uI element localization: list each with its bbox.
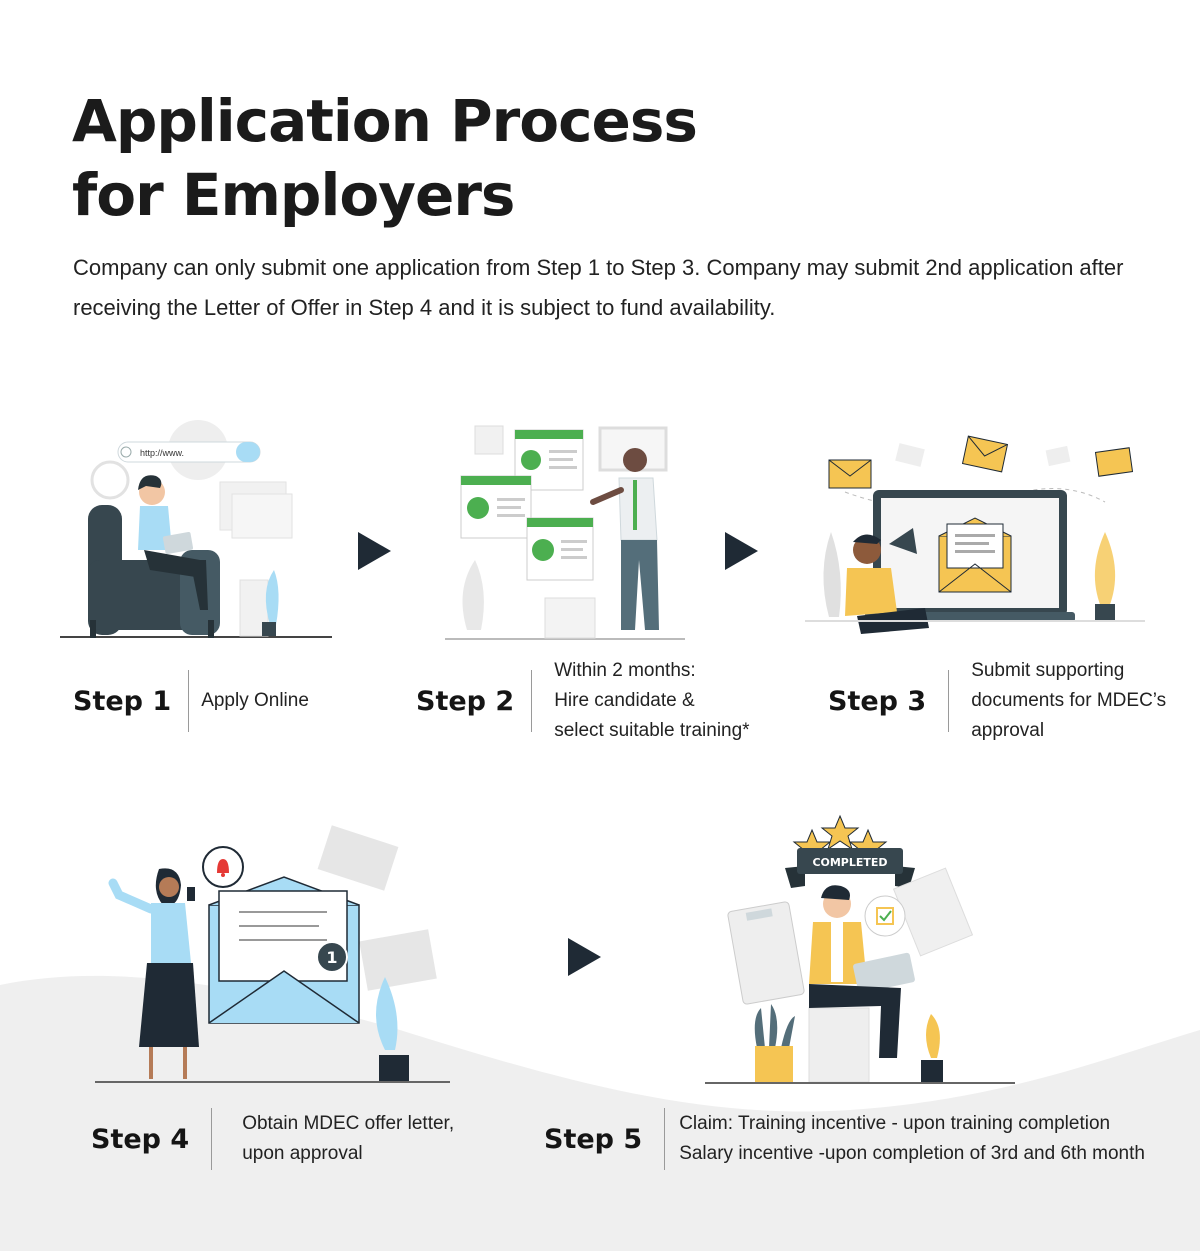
step-1-divider [188,670,190,732]
step2-illustration [445,425,685,640]
notification-badge: 1 [316,941,348,973]
step-5-divider [664,1108,666,1170]
step-1: Step 1 Apply Online [73,670,309,732]
intro-paragraph: Company can only submit one application … [73,255,1124,320]
arrow-2 [725,532,758,570]
step-2-line-2: Hire candidate & [554,690,695,711]
step-5-line-1: Claim: Training incentive - upon trainin… [679,1113,1111,1134]
step-5: Step 5 Claim: Training incentive - upon … [544,1108,1145,1170]
step-1-label: Step 1 [73,685,172,717]
step-2-line-3: select suitable training* [554,720,750,741]
step-3-line-3: approval [971,720,1045,741]
step-4: Step 4 Obtain MDEC offer letter, upon ap… [91,1108,454,1170]
step-4-line-1: Obtain MDEC offer letter, [242,1113,455,1134]
step-3-label: Step 3 [828,685,927,717]
notification-count: 1 [326,948,337,967]
step-2-divider [531,670,533,732]
step-5-description: Claim: Training incentive - upon trainin… [679,1109,1145,1169]
step5-illustration: COMPLETED [705,814,1015,1084]
candidate-card-3 [526,517,594,581]
step-4-divider [211,1108,213,1170]
step-3-description: Submit supporting documents for MDEC’s a… [971,656,1166,746]
browser-search-bar: http://www. [117,441,261,463]
step-4-line-2: upon approval [242,1143,363,1164]
title-line-2: for Employers [72,161,515,229]
step3-illustration [805,435,1145,634]
step-1-description: Apply Online [201,686,309,716]
step-3-line-1: Submit supporting [971,660,1125,681]
arrow-3 [568,938,601,976]
step-5-label: Step 5 [544,1123,643,1155]
bell-notification-icon [202,846,244,888]
step-3: Step 3 Submit supporting documents for M… [828,656,1166,746]
step-1-line-1: Apply Online [201,690,309,711]
step-2-description: Within 2 months: Hire candidate & select… [554,656,749,746]
page-title: Application Process for Employers [72,84,698,232]
step-3-divider [948,670,950,732]
url-text: http://www. [140,448,184,458]
title-line-1: Application Process [72,87,698,155]
step-5-line-2: Salary incentive -upon completion of 3rd… [679,1143,1145,1164]
step4-illustration: 1 [95,825,450,1083]
arrow-1 [358,532,391,570]
step-4-description: Obtain MDEC offer letter, upon approval [242,1109,454,1169]
clipboard-icon [727,901,805,1005]
completed-banner-text: COMPLETED [812,856,887,869]
step-3-line-2: documents for MDEC’s [971,690,1167,711]
envelope-icons [828,435,1134,489]
step-2-label: Step 2 [416,685,515,717]
step1-illustration: http://www. [60,420,332,638]
step-4-label: Step 4 [91,1123,190,1155]
step-2: Step 2 Within 2 months: Hire candidate &… [416,656,750,746]
step-2-line-1: Within 2 months: [554,660,696,681]
completed-banner: COMPLETED [785,848,915,888]
checkbox-bubble-icon [864,895,906,937]
candidate-card-2 [460,475,532,539]
